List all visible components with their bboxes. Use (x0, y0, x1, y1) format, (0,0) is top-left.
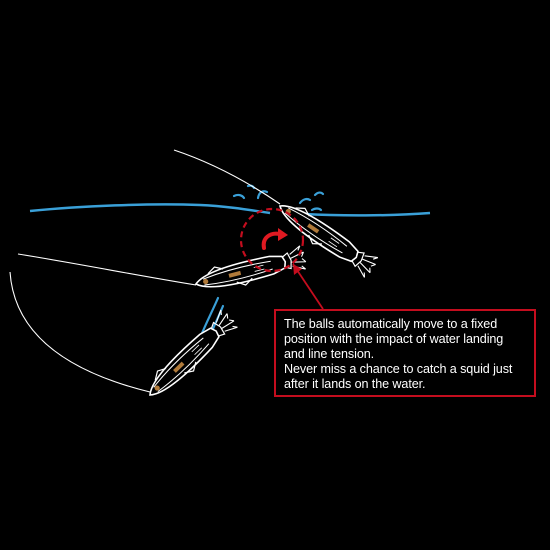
callout-line: position with the impact of water landin… (284, 332, 504, 346)
squid-jig-icon (140, 307, 241, 406)
focus-circle (239, 207, 305, 273)
callout-pointer (292, 263, 324, 310)
curved-arrow-icon (261, 228, 288, 250)
fishing-lines (9, 149, 281, 393)
callout-box: The balls automatically move to a fixed … (274, 309, 536, 397)
callout-line: after it lands on the water. (284, 377, 426, 391)
squid-jig-icon (192, 244, 309, 298)
water-surface (29, 203, 431, 217)
callout-line: and line tension. (284, 347, 375, 361)
callout-line: The balls automatically move to a fixed (284, 317, 498, 331)
callout-line: Never miss a chance to catch a squid jus… (284, 362, 513, 376)
water-splash-icon (232, 184, 325, 212)
